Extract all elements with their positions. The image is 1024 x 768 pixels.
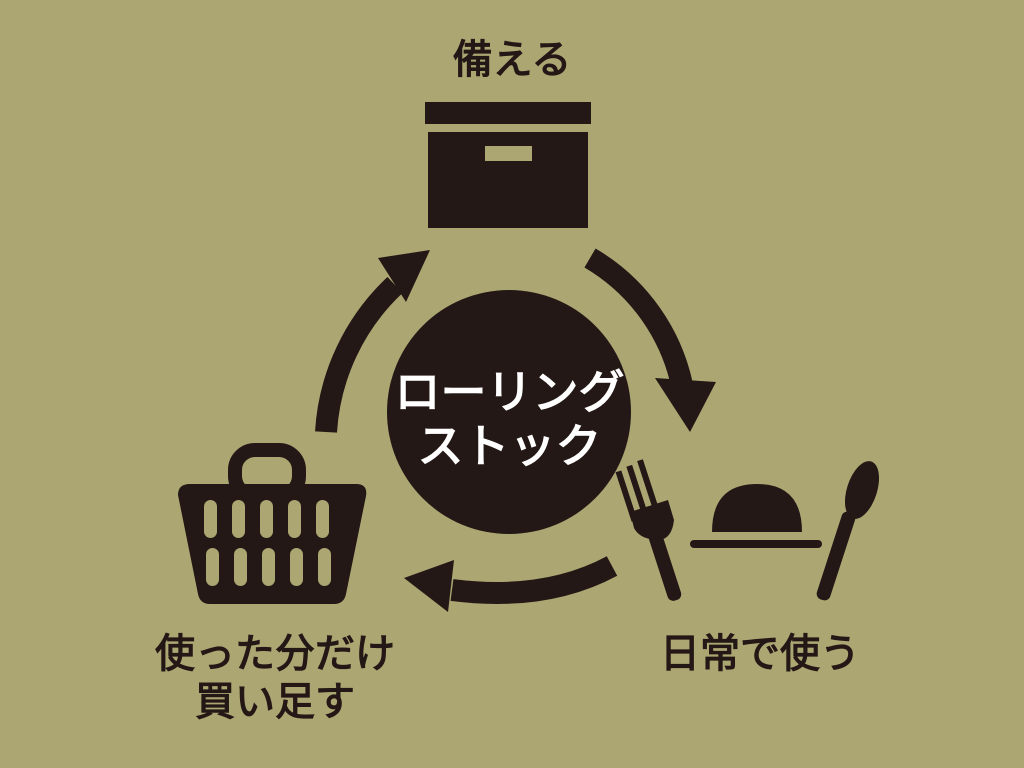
meal-with-fork-and-spoon-icon	[615, 459, 880, 601]
replenish-label: 使った分だけ 買い足す	[130, 630, 420, 726]
arrow-to-use	[584, 248, 716, 432]
center-title: ローリング ストック	[387, 365, 632, 473]
prepare-label: 備える	[452, 37, 572, 83]
arrow-to-prepare	[315, 250, 430, 433]
arrow-to-replenish	[404, 556, 618, 612]
covered-dish-icon	[690, 484, 822, 548]
spoon-icon	[816, 461, 880, 601]
storage-box-icon	[425, 102, 591, 228]
fork-icon	[615, 459, 682, 601]
replenish-label-line1: 使った分だけ	[155, 631, 395, 677]
center-circle	[387, 290, 631, 534]
center-title-line2: ストック	[417, 419, 602, 473]
center-title-line1: ローリング	[394, 365, 625, 419]
replenish-label-line2: 買い足す	[195, 679, 355, 725]
use-label: 日常で使う	[660, 631, 860, 677]
shopping-basket-icon	[178, 443, 367, 604]
